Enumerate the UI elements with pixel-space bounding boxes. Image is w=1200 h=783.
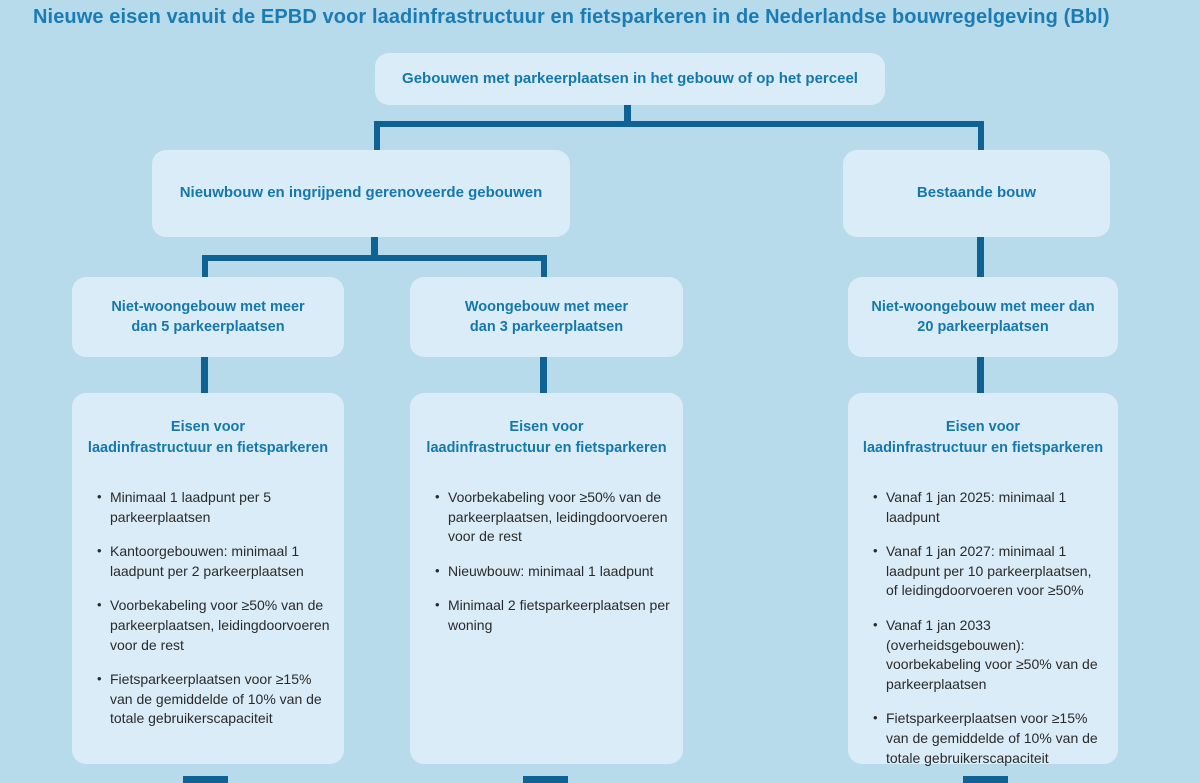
- connector-drop-niet-woongebouw-5: [202, 255, 208, 277]
- detail-heading: Eisen voor laadinfrastructuur en fietspa…: [72, 393, 344, 459]
- node-gebouwen-met-parkeerplaatsen: Gebouwen met parkeerplaatsen in het gebo…: [375, 53, 885, 105]
- node-bestaande-bouw: Bestaande bouw: [843, 150, 1110, 237]
- requirement-item: Nieuwbouw: minimaal 1 laadpunt: [435, 562, 671, 582]
- detail-box-niet-woongebouw-5: Eisen voor laadinfrastructuur en fietspa…: [72, 393, 344, 764]
- node-label-line2: 20 parkeerplaatsen: [917, 319, 1049, 335]
- continuation-stub-left: [183, 776, 228, 783]
- connector-root-hbar: [374, 121, 984, 127]
- connector-drop-woongebouw-3: [541, 255, 547, 277]
- connector-root-stub: [624, 105, 631, 123]
- requirement-item: Kantoorgebouwen: minimaal 1 laadpunt per…: [97, 542, 332, 581]
- node-nieuwbouw-gerenoveerd: Nieuwbouw en ingrijpend gerenoveerde geb…: [152, 150, 570, 237]
- connector-bestaande-bouw-drop: [977, 237, 984, 277]
- connector-detail-stub-middle: [540, 357, 547, 393]
- requirement-item: Vanaf 1 jan 2025: minimaal 1 laadpunt: [873, 488, 1106, 527]
- detail-box-niet-woongebouw-20: Eisen voor laadinfrastructuur en fietspa…: [848, 393, 1118, 766]
- detail-heading: Eisen voor laadinfrastructuur en fietspa…: [410, 393, 683, 459]
- detail-heading-line1: Eisen voor: [170, 419, 246, 435]
- detail-heading-line2: laadinfrastructuur en fietsparkeren: [426, 440, 667, 457]
- detail-box-woongebouw-3: Eisen voor laadinfrastructuur en fietspa…: [410, 393, 683, 764]
- requirement-item: Minimaal 2 fietsparkeerplaatsen per woni…: [435, 596, 671, 635]
- requirement-list: Voorbekabeling voor ≥50% van de parkeerp…: [410, 488, 683, 651]
- node-label: Gebouwen met parkeerplaatsen in het gebo…: [402, 69, 858, 87]
- node-label-line2: dan 3 parkeerplaatsen: [469, 319, 624, 335]
- node-woongebouw-3-parkeerplaatsen: Woongebouw met meer dan 3 parkeerplaatse…: [410, 277, 683, 357]
- continuation-stub-middle: [523, 776, 568, 783]
- connector-nieuwbouw-stub: [371, 237, 378, 255]
- connector-detail-stub-left: [201, 357, 208, 393]
- node-niet-woongebouw-20-parkeerplaatsen: Niet-woongebouw met meer dan 20 parkeerp…: [848, 277, 1118, 357]
- requirement-list: Vanaf 1 jan 2025: minimaal 1 laadpunt Va…: [848, 488, 1118, 783]
- requirement-item: Fietsparkeerplaatsen voor ≥15% van de ge…: [97, 670, 332, 729]
- connector-drop-nieuwbouw: [374, 121, 380, 150]
- connector-detail-stub-right: [977, 357, 984, 393]
- node-label-line1: Niet-woongebouw met meer dan: [871, 298, 1095, 315]
- detail-heading-line1: Eisen voor: [945, 419, 1021, 435]
- connector-drop-bestaande-bouw: [978, 121, 984, 150]
- node-label-line1: Woongebouw met meer: [464, 298, 629, 315]
- continuation-stub-right: [963, 776, 1008, 783]
- requirement-item: Voorbekabeling voor ≥50% van de parkeerp…: [435, 488, 671, 547]
- node-label: Bestaande bouw: [916, 184, 1037, 202]
- detail-heading-line1: Eisen voor: [509, 419, 584, 435]
- requirement-item: Fietsparkeerplaatsen voor ≥15% van de ge…: [873, 709, 1106, 768]
- detail-heading: Eisen voor laadinfrastructuur en fietspa…: [848, 393, 1118, 459]
- node-label: Nieuwbouw en ingrijpend gerenoveerde geb…: [179, 184, 543, 202]
- detail-heading-line2: laadinfrastructuur en fietsparkeren: [862, 440, 1104, 457]
- connector-nieuwbouw-hbar: [202, 255, 547, 261]
- node-label-line1: Niet-woongebouw met meer: [111, 298, 305, 315]
- node-label-line2: dan 5 parkeerplaatsen: [131, 319, 285, 335]
- node-niet-woongebouw-5-parkeerplaatsen: Niet-woongebouw met meer dan 5 parkeerpl…: [72, 277, 344, 357]
- detail-heading-line2: laadinfrastructuur en fietsparkeren: [87, 440, 329, 457]
- requirement-item: Minimaal 1 laadpunt per 5 parkeerplaatse…: [97, 488, 332, 527]
- requirement-item: Vanaf 1 jan 2033 (overheidsgebouwen): vo…: [873, 616, 1106, 694]
- requirement-list: Minimaal 1 laadpunt per 5 parkeerplaatse…: [72, 488, 344, 744]
- page-title: Nieuwe eisen vanuit de EPBD voor laadinf…: [33, 6, 1110, 28]
- requirement-item: Voorbekabeling voor ≥50% van de parkeerp…: [97, 596, 332, 655]
- requirement-item: Vanaf 1 jan 2027: minimaal 1 laadpunt pe…: [873, 542, 1106, 601]
